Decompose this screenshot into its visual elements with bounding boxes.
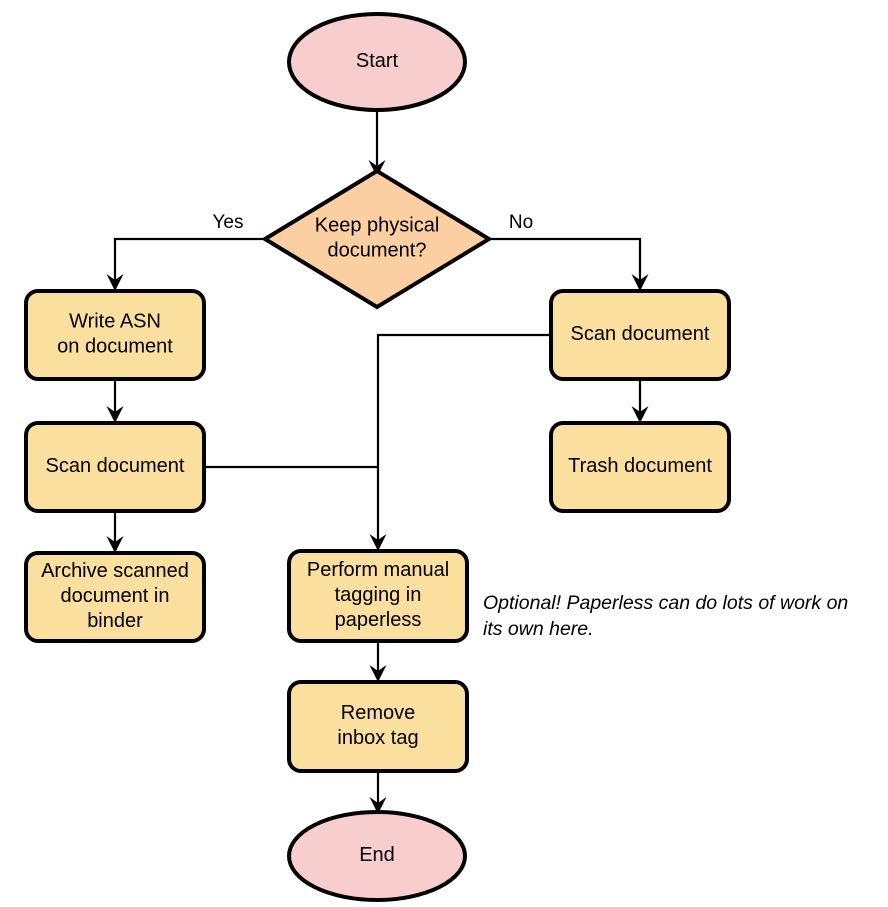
edge-remove-inbox-to-end xyxy=(369,771,387,814)
node-label-line: document? xyxy=(328,240,427,262)
annotation-optional-note: Optional! Paperless can do lots of work … xyxy=(483,592,848,640)
node-label-line: Remove xyxy=(341,702,415,724)
arrow-head-icon xyxy=(369,797,387,814)
node-scan_right[interactable]: Scan document xyxy=(549,289,731,381)
edge-write-asn-to-scan-left xyxy=(106,379,124,423)
edge-path xyxy=(376,333,551,545)
node-label-line: paperless xyxy=(335,609,422,631)
annotation-line: its own here. xyxy=(483,618,594,640)
node-label: Remove inbox tag xyxy=(337,702,418,749)
process-shape[interactable] xyxy=(24,421,206,513)
node-label-line: Archive scanned xyxy=(41,560,189,582)
process-shape[interactable] xyxy=(549,421,731,513)
edge-scan-left-to-archive xyxy=(106,511,124,553)
node-label-line: Perform manual xyxy=(307,559,449,581)
arrow-head-icon xyxy=(631,406,649,423)
node-label-line: Start xyxy=(356,50,399,72)
node-decision[interactable]: Keep physical document? xyxy=(261,168,493,310)
node-label: End xyxy=(359,844,395,866)
edge-scan-right-to-manual-tagging xyxy=(369,333,551,551)
node-label: Write ASN on document xyxy=(57,311,173,358)
node-label: Keep physical document? xyxy=(315,215,440,262)
node-label-line: tagging in xyxy=(335,584,422,606)
arrow-head-icon xyxy=(106,536,124,553)
edge-scan-right-to-trash xyxy=(631,379,649,423)
edge-decision-to-scan-right: No xyxy=(489,212,649,291)
edge-path xyxy=(113,237,265,285)
node-label: Trash document xyxy=(568,455,712,477)
edge-path xyxy=(489,237,642,285)
node-scan_left[interactable]: Scan document xyxy=(24,421,206,513)
edge-decision-to-write-asn: Yes xyxy=(106,212,265,291)
arrow-head-icon xyxy=(631,274,649,291)
node-manual_tagging[interactable]: Perform manual tagging in paperless xyxy=(287,549,469,643)
node-label-line: Trash document xyxy=(568,455,712,477)
node-end[interactable]: End xyxy=(287,810,467,902)
node-label-line: binder xyxy=(87,610,143,632)
process-shape[interactable] xyxy=(549,289,731,381)
node-trash[interactable]: Trash document xyxy=(549,421,731,513)
arrow-head-icon xyxy=(369,534,387,551)
process-shape[interactable] xyxy=(287,549,469,643)
process-shape[interactable] xyxy=(24,551,206,643)
arrow-head-icon xyxy=(106,274,124,291)
edge-manual-tagging-to-remove-inbox xyxy=(369,641,387,682)
node-label: Scan document xyxy=(571,323,710,345)
node-label-line: on document xyxy=(57,336,173,358)
annotations-layer: Optional! Paperless can do lots of work … xyxy=(483,592,848,640)
decision-shape[interactable] xyxy=(261,168,493,310)
terminator-shape[interactable] xyxy=(287,12,467,112)
node-label-line: inbox tag xyxy=(337,727,418,749)
arrow-head-icon xyxy=(368,160,386,177)
node-write_asn[interactable]: Write ASN on document xyxy=(24,289,206,381)
process-shape[interactable] xyxy=(287,680,469,773)
annotation-line: Optional! Paperless can do lots of work … xyxy=(483,592,848,614)
edges-layer: Yes No xyxy=(106,110,649,814)
node-label-line: Scan document xyxy=(46,455,185,477)
node-label-line: End xyxy=(359,844,395,866)
node-label: Start xyxy=(356,50,399,72)
node-label: Archive scanned document in binder xyxy=(41,560,189,632)
node-label-line: document in xyxy=(61,585,170,607)
node-label-line: Write ASN xyxy=(69,311,161,333)
edge-label-decision-to-write-asn: Yes xyxy=(213,212,244,233)
node-label-line: Scan document xyxy=(571,323,710,345)
edge-label-decision-to-scan-right: No xyxy=(509,212,533,233)
edge-start-to-decision xyxy=(368,110,386,177)
node-remove_inbox[interactable]: Remove inbox tag xyxy=(287,680,469,773)
arrow-head-icon xyxy=(369,665,387,682)
process-shape[interactable] xyxy=(24,289,206,381)
node-start[interactable]: Start xyxy=(287,12,467,112)
node-archive[interactable]: Archive scanned document in binder xyxy=(24,551,206,643)
arrow-head-icon xyxy=(106,406,124,423)
node-label: Perform manual tagging in paperless xyxy=(307,559,449,631)
node-label-line: Keep physical xyxy=(315,215,440,237)
terminator-shape[interactable] xyxy=(287,810,467,902)
node-label: Scan document xyxy=(46,455,185,477)
